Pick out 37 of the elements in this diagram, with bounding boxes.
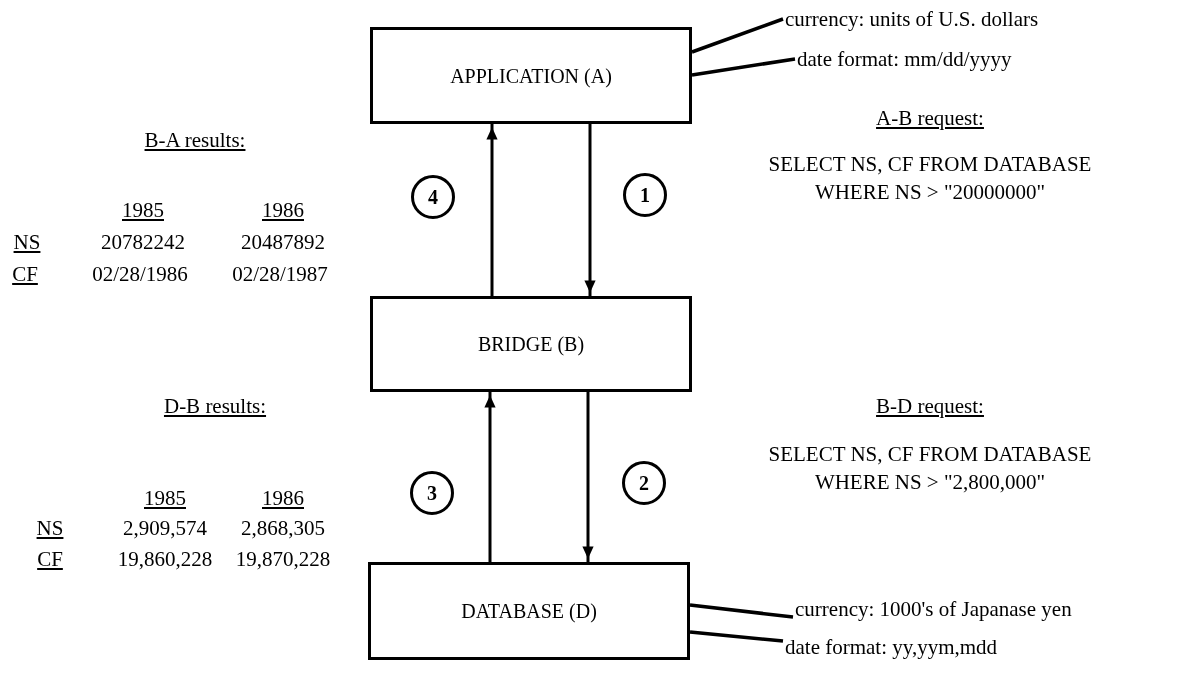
leader-line xyxy=(689,603,794,619)
heading-label: D-B results: xyxy=(163,393,267,420)
heading-label: NS xyxy=(13,229,41,256)
table-value: 02/28/1987 xyxy=(232,261,328,288)
arrow xyxy=(486,124,498,296)
heading-label: B-A results: xyxy=(144,127,246,154)
table-value: 19,870,228 xyxy=(235,546,331,573)
heading-label: CF xyxy=(37,546,63,573)
table-value: 02/28/1986 xyxy=(92,261,188,288)
annotation-text: date format: yy,yym,mdd xyxy=(785,632,998,662)
process-box: DATABASE (D) xyxy=(368,562,690,660)
annotation-text: currency: units of U.S. dollars xyxy=(785,4,1039,34)
heading-label: 1985 xyxy=(122,197,164,224)
heading-label: CF xyxy=(12,261,38,288)
heading-label: NS xyxy=(36,515,64,542)
heading-label: 1985 xyxy=(144,485,186,512)
process-box: APPLICATION (A) xyxy=(370,27,692,124)
heading-label: B-D request: xyxy=(876,393,984,420)
table-value: 2,868,305 xyxy=(241,515,325,542)
heading-label: A-B request: xyxy=(876,105,984,132)
query-text: SELECT NS, CF FROM DATABASE WHERE NS > "2,800,000" xyxy=(767,441,1093,496)
annotation-text: date format: mm/dd/yyyy xyxy=(797,44,1012,74)
leader-line xyxy=(691,17,784,54)
leader-line xyxy=(689,630,784,643)
query-text: SELECT NS, CF FROM DATABASE WHERE NS > "20000000" xyxy=(767,151,1093,206)
process-box: BRIDGE (B) xyxy=(370,296,692,392)
heading-label: 1986 xyxy=(262,485,304,512)
leader-line xyxy=(691,57,796,77)
arrow xyxy=(582,392,594,562)
table-value: 20487892 xyxy=(241,229,325,256)
table-value: 20782242 xyxy=(101,229,185,256)
table-value: 2,909,574 xyxy=(123,515,207,542)
annotation-text: currency: 1000's of Japanase yen xyxy=(795,594,1072,624)
heading-label: 1986 xyxy=(262,197,304,224)
table-value: 19,860,228 xyxy=(117,546,213,573)
arrow xyxy=(484,392,496,562)
arrow xyxy=(584,124,596,296)
